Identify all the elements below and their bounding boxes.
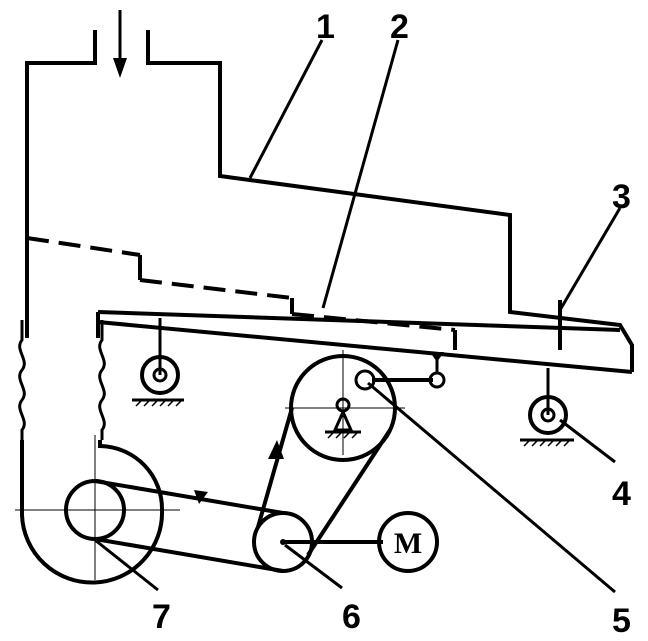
- feed-arrow-head: [113, 58, 127, 78]
- label-5: 5: [612, 602, 631, 640]
- eccentric-pulley: [285, 350, 446, 462]
- label-6: 6: [342, 598, 361, 636]
- fan: [15, 435, 180, 585]
- belt-arrow-lower: [194, 490, 208, 504]
- bellows: [18, 320, 106, 440]
- label-4: 4: [612, 475, 631, 513]
- label-3: 3: [612, 178, 631, 216]
- support-left: [132, 318, 184, 407]
- label-1: 1: [316, 8, 335, 46]
- leader-lines: [94, 39, 622, 594]
- support-right: [520, 368, 574, 447]
- label-7: 7: [152, 598, 171, 636]
- sieve: [26, 236, 457, 350]
- motor: M: [377, 511, 439, 573]
- labels: 1 2 3 4 5 6 7: [152, 8, 631, 640]
- housing: [25, 10, 634, 372]
- tray: [96, 300, 633, 374]
- belt-arrow-upper: [268, 440, 284, 459]
- label-2: 2: [390, 8, 409, 46]
- belts: [94, 407, 392, 573]
- motor-label: M: [394, 527, 422, 560]
